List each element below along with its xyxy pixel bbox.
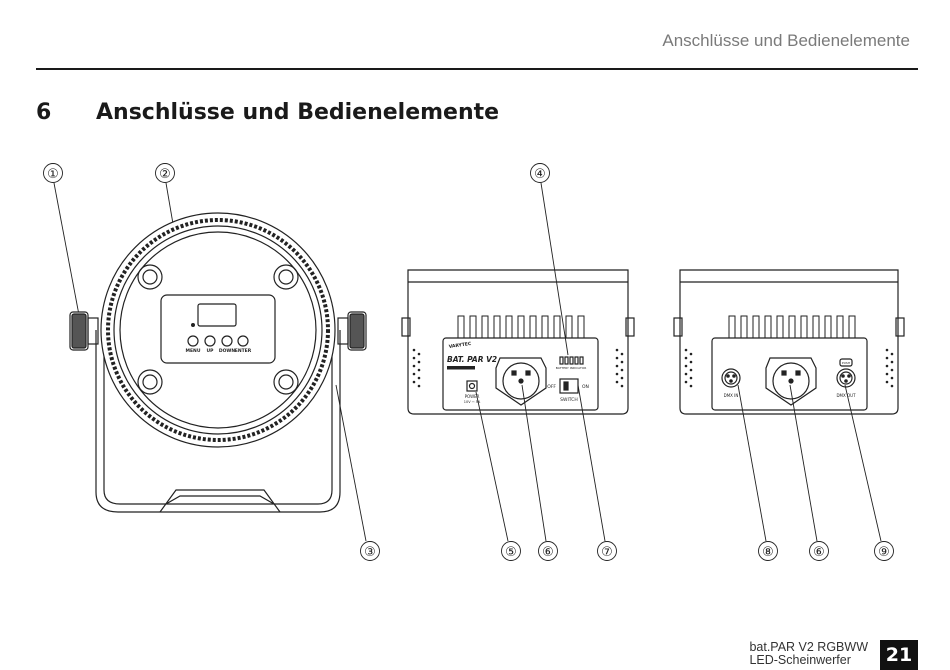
section-heading: 6 Anschlüsse und Bedienelemente [36,100,499,125]
switch-label: SWITCH [560,397,578,403]
battery-indicator-label: BATTERY INDICATOR [556,366,587,370]
switch-off-label: OFF [547,384,556,390]
callout-5: ⑤ [505,545,517,560]
callout-2: ② [159,167,171,182]
enter-button-label: ENTER [235,348,252,354]
section-number: 6 [36,100,52,125]
callout-7: ⑦ [601,545,613,560]
callout-8: ⑧ [762,545,774,560]
power-spec-label: 10V ⎓ 5A [464,400,481,404]
menu-button-label: MENU [186,348,201,354]
brand-logo: VARYTEC [448,341,472,350]
callout-3: ③ [364,545,376,560]
switch-on-label: ON [582,384,589,390]
footer-product: bat.PAR V2 RGBWW LED-Scheinwerfer [749,641,868,667]
callout-6: ⑥ [542,545,554,560]
running-header: Anschlüsse und Bedienelemente [662,31,910,50]
dmx-in-label: DMX IN [724,393,739,398]
page-number: 21 [880,640,918,670]
footer-product-name: bat.PAR V2 RGBWW [749,640,868,654]
section-title: Anschlüsse und Bedienelemente [96,100,500,125]
push-label: PUSH [842,361,850,365]
footer-product-type: LED-Scheinwerfer [749,653,851,667]
side-view-2-drawing [673,269,905,415]
model-logo: BAT. PAR V2 [447,355,497,364]
callout-1: ① [47,167,59,182]
header-rule [36,68,918,70]
callout-4: ④ [534,167,546,182]
dmx-out-label: DMX OUT [836,393,856,398]
side-view-1-drawing [401,269,635,415]
callout-9: ⑨ [878,545,890,560]
up-button-label: UP [207,348,215,354]
callout-6b: ⑥ [813,545,825,560]
power-label: POWER [465,394,480,399]
rear-view-drawing [69,212,367,513]
down-button-label: DOWN [219,348,236,354]
